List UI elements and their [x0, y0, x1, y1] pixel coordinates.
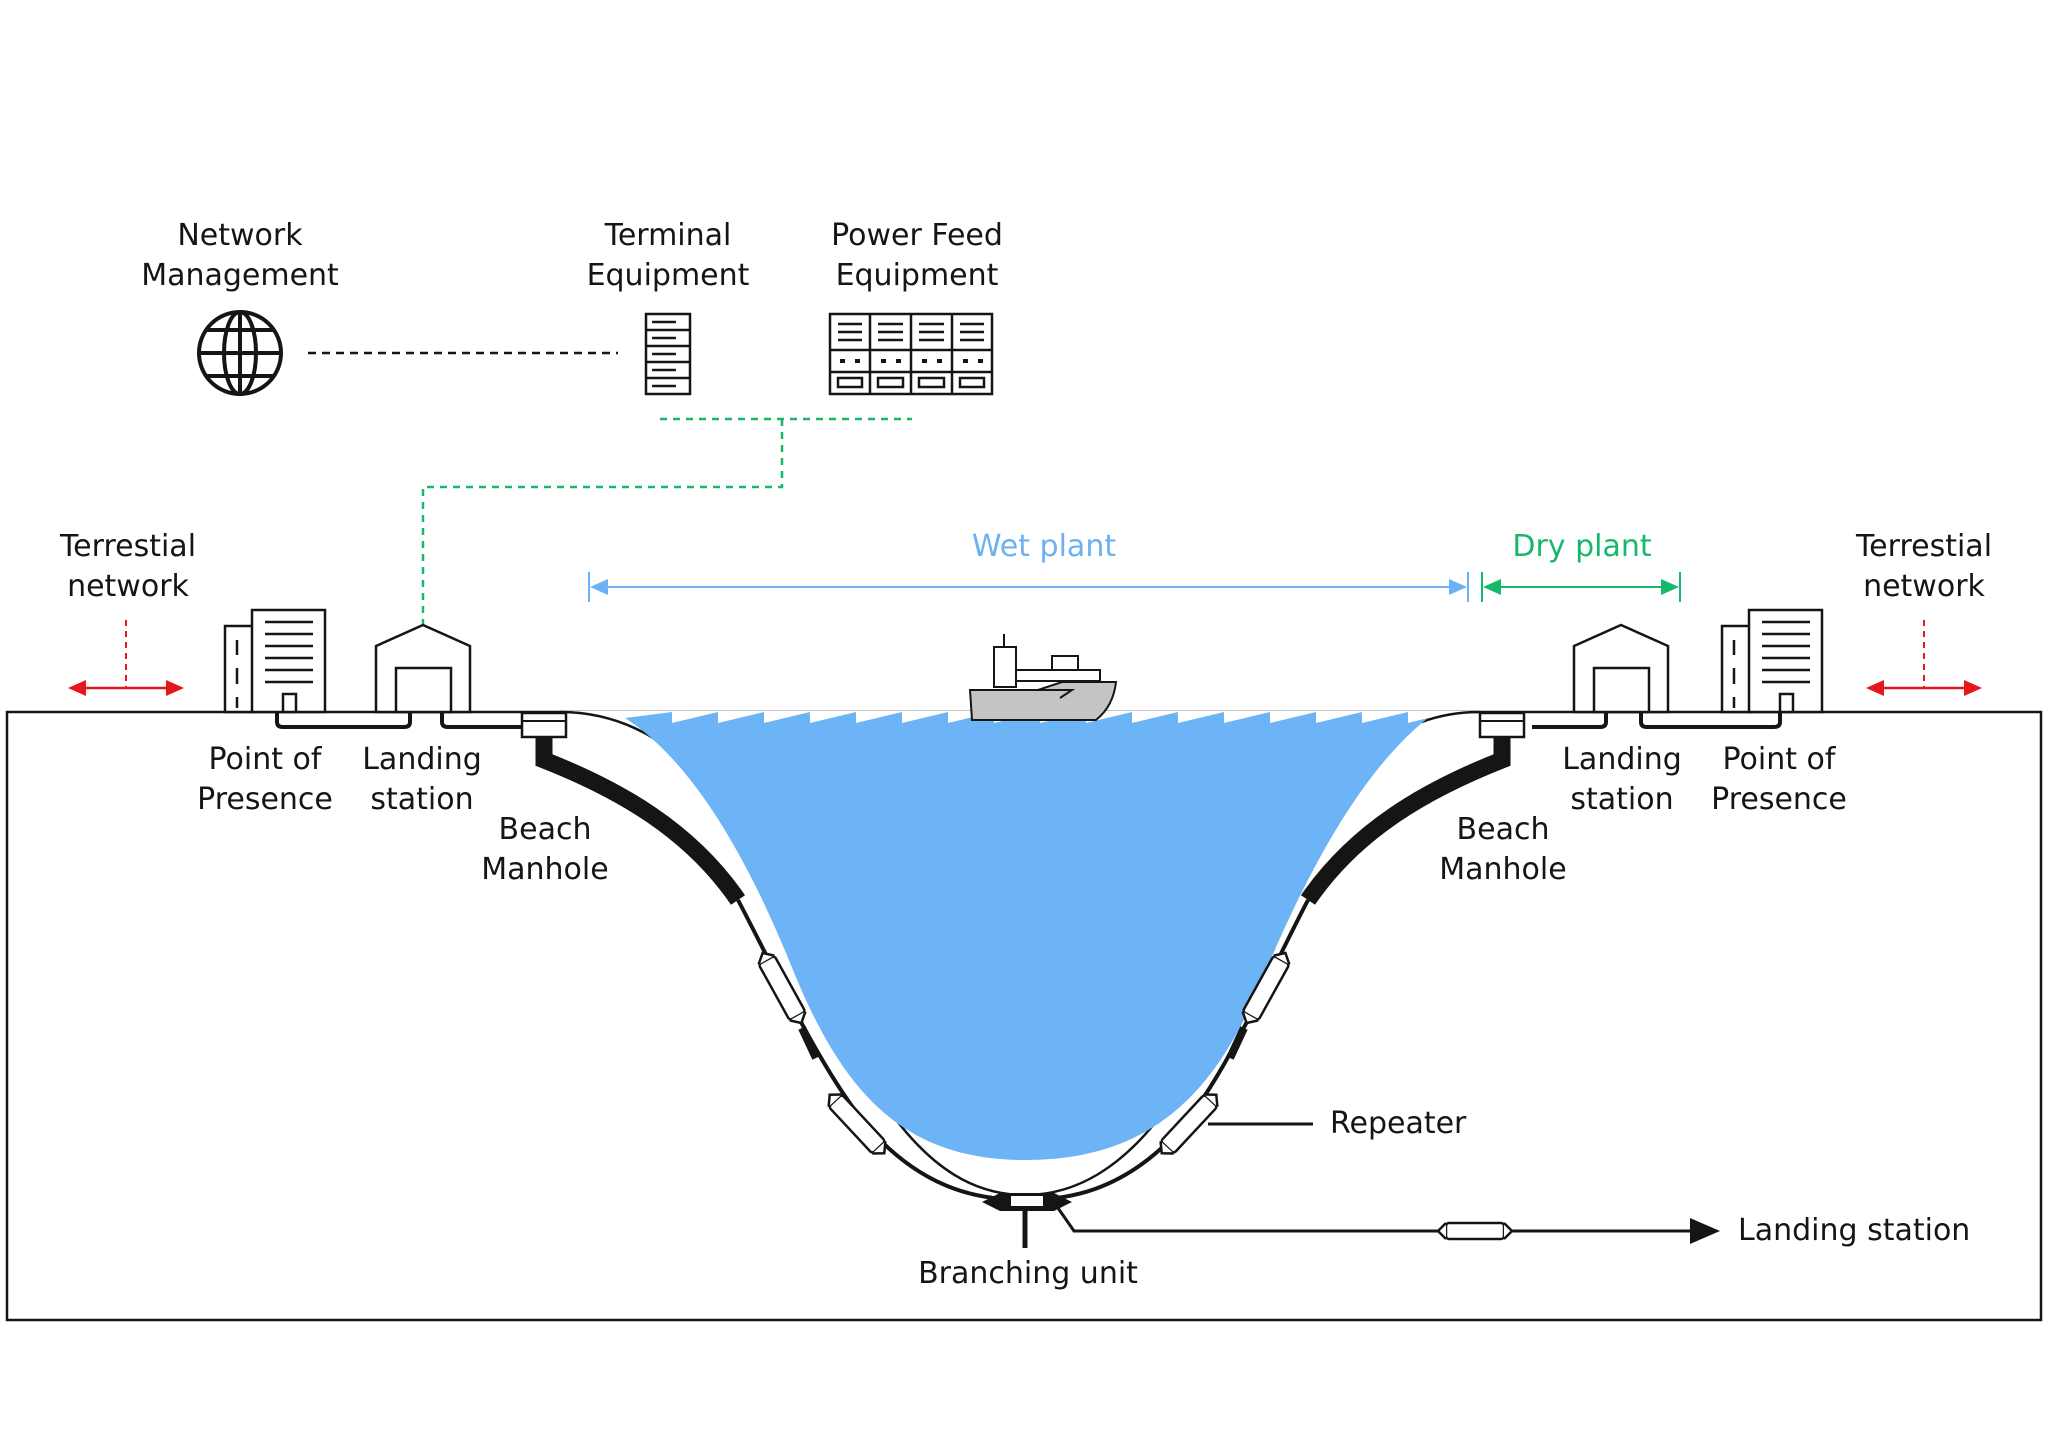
terminal-equipment-line-2: Equipment: [586, 258, 750, 293]
beach-manhole-icon-right: [1478, 711, 1526, 739]
dry-plant-span: [1481, 572, 1681, 602]
terrestial-network-arrow-right: [1866, 620, 1982, 696]
beach-manhole-icon: [520, 711, 568, 739]
repeater-label: Repeater: [1330, 1106, 1467, 1141]
landing-station-icon-right: [1572, 623, 1670, 714]
pop-right-line-1: Point of: [1722, 742, 1836, 777]
network-management-label: Network Management: [110, 216, 370, 296]
beach-right-line-2: Manhole: [1439, 852, 1567, 887]
pop-left-line-2: Presence: [197, 782, 333, 817]
terrestial-right-line-2: network: [1863, 569, 1985, 604]
branching-unit-icon: [982, 1193, 1072, 1248]
beach-right-line-1: Beach: [1456, 812, 1550, 847]
terrestial-right-line-1: Terrestial: [1855, 529, 1993, 564]
repeater-icon: [827, 1093, 887, 1155]
terrestial-network-arrow-left: [68, 620, 184, 696]
pop-left-line-1: Point of: [208, 742, 322, 777]
network-management-line-2: Management: [141, 258, 339, 293]
terrestial-left-line-1: Terrestial: [59, 529, 197, 564]
landing-left-line-1: Landing: [362, 742, 482, 777]
terrestial-network-label-left: Terrestial network: [36, 527, 220, 607]
landing-station-label-left: Landing station: [352, 740, 492, 820]
branching-unit-label: Branching unit: [918, 1256, 1138, 1291]
cable-thick-segments: [798, 1026, 1248, 1060]
equipment-control-link: [421, 417, 912, 625]
terminal-equipment-label: Terminal Equipment: [558, 216, 778, 296]
pop-right-line-2: Presence: [1711, 782, 1847, 817]
land-cable-left: [275, 712, 522, 729]
power-feed-equipment-line-2: Equipment: [835, 258, 999, 293]
terrestial-left-line-2: network: [67, 569, 189, 604]
branch-arrowhead: [1690, 1218, 1720, 1244]
landing-left-line-2: station: [370, 782, 474, 817]
point-of-presence-label-left: Point of Presence: [178, 740, 352, 820]
repeater-icon: [1159, 1093, 1219, 1155]
armored-cable-right: [1300, 738, 1511, 905]
dry-plant-label: Dry plant: [1512, 529, 1652, 564]
landing-right-line-2: station: [1570, 782, 1674, 817]
armored-cable-left: [535, 738, 746, 905]
beach-left-line-1: Beach: [498, 812, 592, 847]
wet-plant-span: [588, 572, 1469, 602]
landing-station-icon: [374, 623, 472, 714]
landing-right-line-1: Landing: [1562, 742, 1682, 777]
ocean-water: [625, 712, 1428, 1160]
network-management-line-1: Network: [177, 218, 303, 253]
server-rack-icon: [644, 312, 692, 396]
globe-icon: [197, 310, 283, 396]
power-feed-equipment-label: Power Feed Equipment: [800, 216, 1034, 296]
power-feed-rack-icon: [828, 312, 994, 396]
point-of-presence-label-right: Point of Presence: [1692, 740, 1866, 820]
repeater-icon: [1241, 951, 1291, 1025]
power-feed-equipment-line-1: Power Feed: [831, 218, 1003, 253]
land-cable-right: [1532, 712, 1782, 729]
repeater-icon: [757, 951, 807, 1025]
office-building-icon-right: [1720, 608, 1824, 714]
terminal-equipment-line-1: Terminal: [604, 218, 732, 253]
repeater-icon: [1436, 1221, 1514, 1241]
beach-manhole-label-left: Beach Manhole: [470, 810, 620, 890]
beach-left-line-2: Manhole: [481, 852, 609, 887]
landing-station-branch-label: Landing station: [1738, 1213, 1971, 1248]
landing-station-label-right: Landing station: [1552, 740, 1692, 820]
wet-plant-label: Wet plant: [971, 529, 1117, 564]
terrestial-network-label-right: Terrestial network: [1832, 527, 2016, 607]
office-building-icon: [223, 608, 327, 714]
ship-icon: [968, 634, 1118, 721]
beach-manhole-label-right: Beach Manhole: [1428, 810, 1578, 890]
